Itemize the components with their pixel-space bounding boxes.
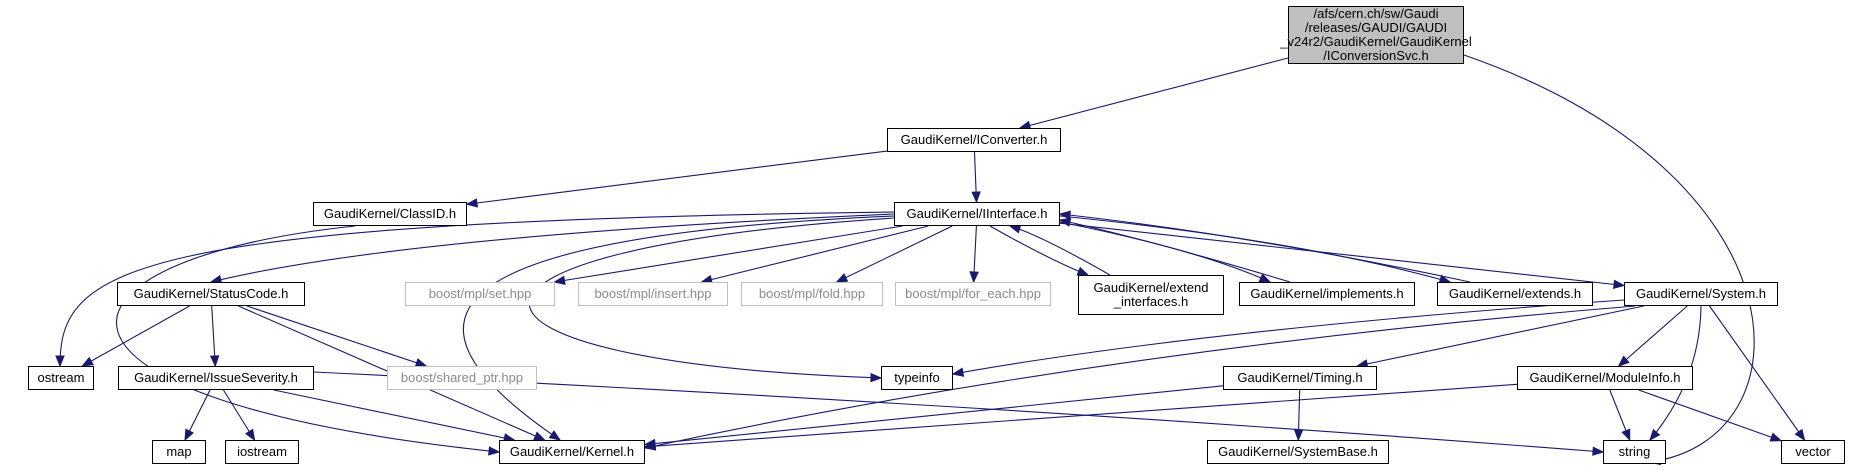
arrowhead-timing-to-systembase [1293,429,1304,442]
node-string[interactable]: string [1603,440,1666,464]
arrowhead-moduleinfo-to-vector [1769,432,1783,442]
arrowhead-statuscode-to-kernel [533,431,546,441]
arrowhead-iinterface-to-system [1613,279,1626,290]
edge-iinterface-to-mplset [554,225,903,283]
arrowhead-classid-to-kernel [488,446,501,456]
node-vector[interactable]: vector [1781,440,1845,464]
arrowhead-iconverter-to-classid [465,198,479,208]
arrowhead-system-to-string [1649,428,1661,442]
edge-iinterface-to-system [1059,222,1625,287]
node-typeinfo[interactable]: typeinfo [881,366,953,390]
edge-iinterface-to-ostream [59,211,895,367]
edge-root-to-string [1463,54,1755,463]
node-iinterface-h[interactable]: GaudiKernel/IInterface.h [894,202,1060,226]
arrowhead-moduleinfo-to-string [1621,428,1631,442]
arrowhead-extendif-to-iinterface [1008,224,1022,234]
node-iostream[interactable]: iostream [225,440,299,464]
arrowhead-iinterface-to-typeinfo [870,372,883,383]
arrowhead-issueseverity-to-map [184,428,194,442]
node-kernel-h[interactable]: GaudiKernel/Kernel.h [499,440,645,464]
arrowhead-system-to-moduleinfo [1617,355,1630,367]
arrowhead-statuscode-to-issueseverity [209,355,220,368]
arrowhead-extends-to-iinterface [1058,210,1071,220]
edge-extendif-to-iinterface [1009,225,1111,276]
arrowhead-system-to-typeinfo [951,367,965,377]
edge-iinterface-to-implements [1059,221,1271,283]
arrowhead-iinterface-to-kernel [548,430,562,441]
node-system-h[interactable]: GaudiKernel/System.h [1624,282,1778,306]
node-boost-shared-ptr-hpp: boost/shared_ptr.hpp [387,366,537,390]
edge-extends-to-iinterface [1059,213,1471,283]
arrowhead-iinterface-to-extendif [1076,266,1090,276]
node-boost-mpl-set-hpp: boost/mpl/set.hpp [405,282,555,306]
node-statuscode-h[interactable]: GaudiKernel/StatusCode.h [117,282,305,306]
edge-issueseverity-to-kernel [273,389,515,441]
node-timing-h[interactable]: GaudiKernel/Timing.h [1223,366,1377,390]
edge-statuscode-to-ostream [82,305,190,367]
arrowhead-iinterface-to-mplfold [835,273,849,283]
edge-system-to-typeinfo [952,299,1625,375]
edge-system-to-timing [1357,305,1644,367]
node-iconversionsvc-h[interactable]: /afs/cern.ch/sw/Gaudi /releases/GAUDI/GA… [1280,6,1472,64]
edge-moduleinfo-to-kernel [644,383,1518,448]
node-boost-mpl-for-each-hpp: boost/mpl/for_each.hpp [895,282,1051,306]
arrowhead-issueseverity-to-string [1592,446,1605,456]
node-moduleinfo-h[interactable]: GaudiKernel/ModuleInfo.h [1517,366,1693,390]
node-implements-h[interactable]: GaudiKernel/implements.h [1239,282,1415,306]
node-boost-mpl-insert-hpp: boost/mpl/insert.hpp [578,282,728,306]
arrowhead-iconverter-to-iinterface [971,191,981,204]
edge-moduleinfo-to-vector [1638,389,1782,442]
node-issueseverity-h[interactable]: GaudiKernel/IssueSeverity.h [118,366,314,390]
node-iconverter-h[interactable]: GaudiKernel/IConverter.h [887,128,1061,152]
edge-timing-to-kernel [644,385,1224,446]
edge-system-to-moduleinfo [1618,305,1688,367]
edge-statuscode-to-sharedptr [246,305,427,367]
node-classid-h[interactable]: GaudiKernel/ClassID.h [313,202,467,226]
node-extend-interfaces-h[interactable]: GaudiKernel/extend _interfaces.h [1078,275,1224,315]
arrowhead-statuscode-to-ostream [81,356,94,367]
edge-implements-to-iinterface [1059,219,1291,283]
node-systembase-h[interactable]: GaudiKernel/SystemBase.h [1207,440,1389,464]
edge-system-to-kernel [644,305,1636,449]
edge-root-to-iconverter [1019,57,1289,129]
arrowhead-moduleinfo-to-kernel [643,441,656,451]
edge-iinterface-to-mplfold [836,225,953,283]
edge-classid-to-kernel [115,225,500,453]
node-boost-mpl-fold-hpp: boost/mpl/fold.hpp [741,282,883,306]
arrowhead-system-to-vector [1794,428,1806,442]
node-map[interactable]: map [152,440,206,464]
arrowhead-implements-to-iinterface [1058,217,1072,227]
node-extends-h[interactable]: GaudiKernel/extends.h [1437,282,1593,306]
edge-iinterface-to-statuscode [210,213,895,283]
edge-iinterface-to-kernel [462,215,895,441]
arrowhead-iinterface-to-implements [1258,273,1272,283]
edge-iinterface-to-extendif [989,225,1089,276]
node-ostream[interactable]: ostream [28,366,94,390]
edge-iinterface-to-mplinsert [701,225,929,283]
edge-iconverter-to-classid [466,150,888,205]
arrowhead-iinterface-to-mplset [553,275,566,286]
arrowhead-iinterface-to-ostream [55,355,65,368]
arrowhead-issueseverity-to-iostream [244,428,256,442]
edge-system-to-vector [1709,305,1805,441]
arrowhead-iinterface-to-mplforeach [969,271,979,284]
